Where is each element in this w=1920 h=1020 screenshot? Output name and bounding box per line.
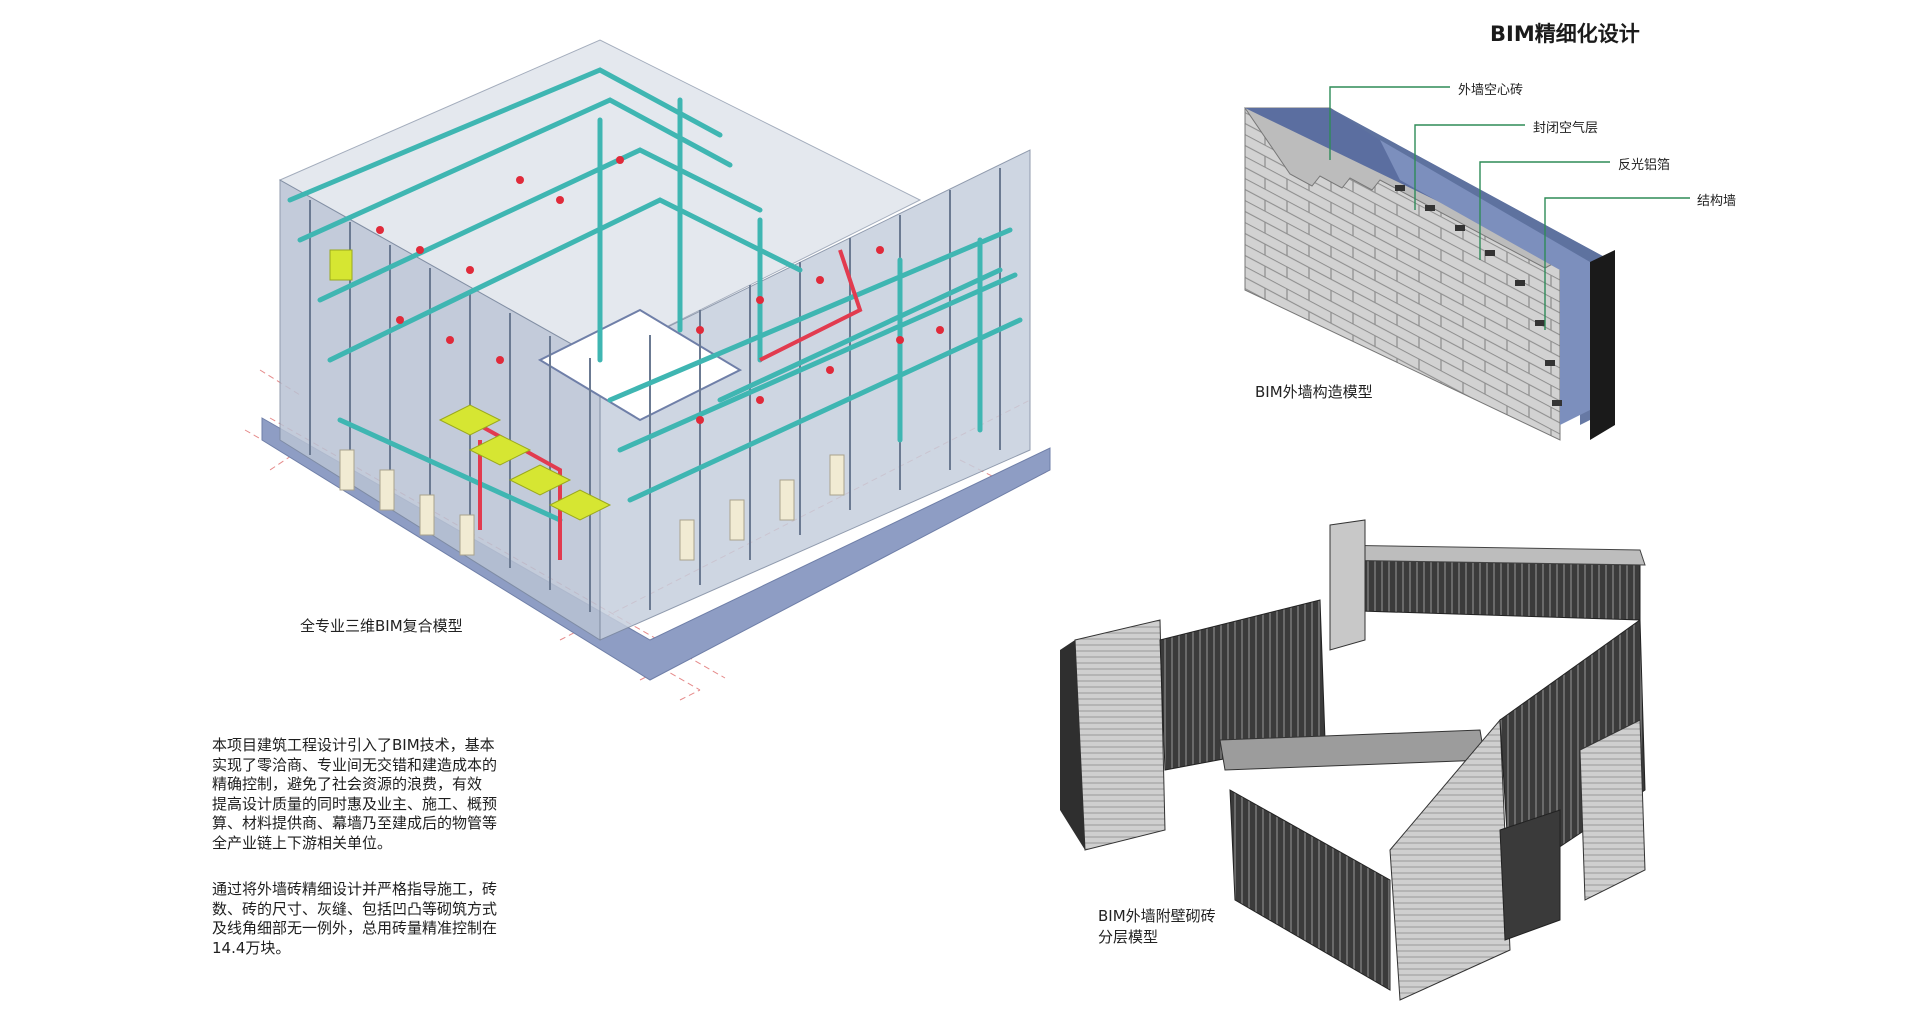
composite-model-caption: 全专业三维BIM复合模型	[300, 617, 463, 635]
callout-aluminum-foil: 反光铝箔	[1618, 158, 1671, 173]
layered-model-caption-2: 分层模型	[1098, 928, 1159, 946]
structural-wall	[1590, 250, 1615, 440]
callout-air-layer: 封闭空气层	[1533, 121, 1599, 136]
right-wing-front	[599, 149, 1031, 641]
air-layer-face	[1380, 140, 1590, 425]
page-title: BIM精细化设计	[1490, 22, 1640, 46]
base-slab	[261, 417, 1051, 681]
left-panel	[1074, 619, 1166, 851]
callout-structural-wall: 结构墙	[1697, 194, 1737, 209]
hvac-ducts	[287, 67, 1023, 523]
sprinklers	[376, 156, 944, 424]
right-small-wall	[1499, 809, 1561, 941]
leader-lines	[1329, 86, 1690, 330]
right-wall	[1499, 619, 1646, 881]
facade-panels	[339, 449, 845, 561]
composite-bim-model	[244, 39, 1051, 701]
back-wall	[1329, 559, 1641, 621]
left-panel-side	[1060, 640, 1085, 850]
front-left-wall	[1229, 789, 1391, 991]
callout-hollow-brick: 外墙空心砖	[1458, 83, 1524, 98]
courtyard	[537, 308, 743, 422]
layered-model-caption-1: BIM外墙附壁砌砖	[1098, 907, 1216, 925]
wall-section-model	[1244, 107, 1615, 441]
back-tower	[1329, 519, 1366, 651]
description-paragraph-1: 本项目建筑工程设计引入了BIM技术，基本 实现了零洽商、专业间无交错和建造成本的…	[212, 736, 498, 852]
front-panel	[1389, 718, 1511, 1001]
layered-wall-model	[1060, 519, 1646, 1001]
brick-notches	[1395, 185, 1562, 406]
wall-section-caption: BIM外墙构造模型	[1255, 383, 1373, 401]
description-paragraph-2: 通过将外墙砖精细设计并严格指导施工，砖 数、砖的尺寸、灰缝、包括凹凸等砌筑方式 …	[212, 880, 498, 957]
equipment-blocks	[329, 249, 612, 521]
right-panel	[1579, 719, 1646, 901]
